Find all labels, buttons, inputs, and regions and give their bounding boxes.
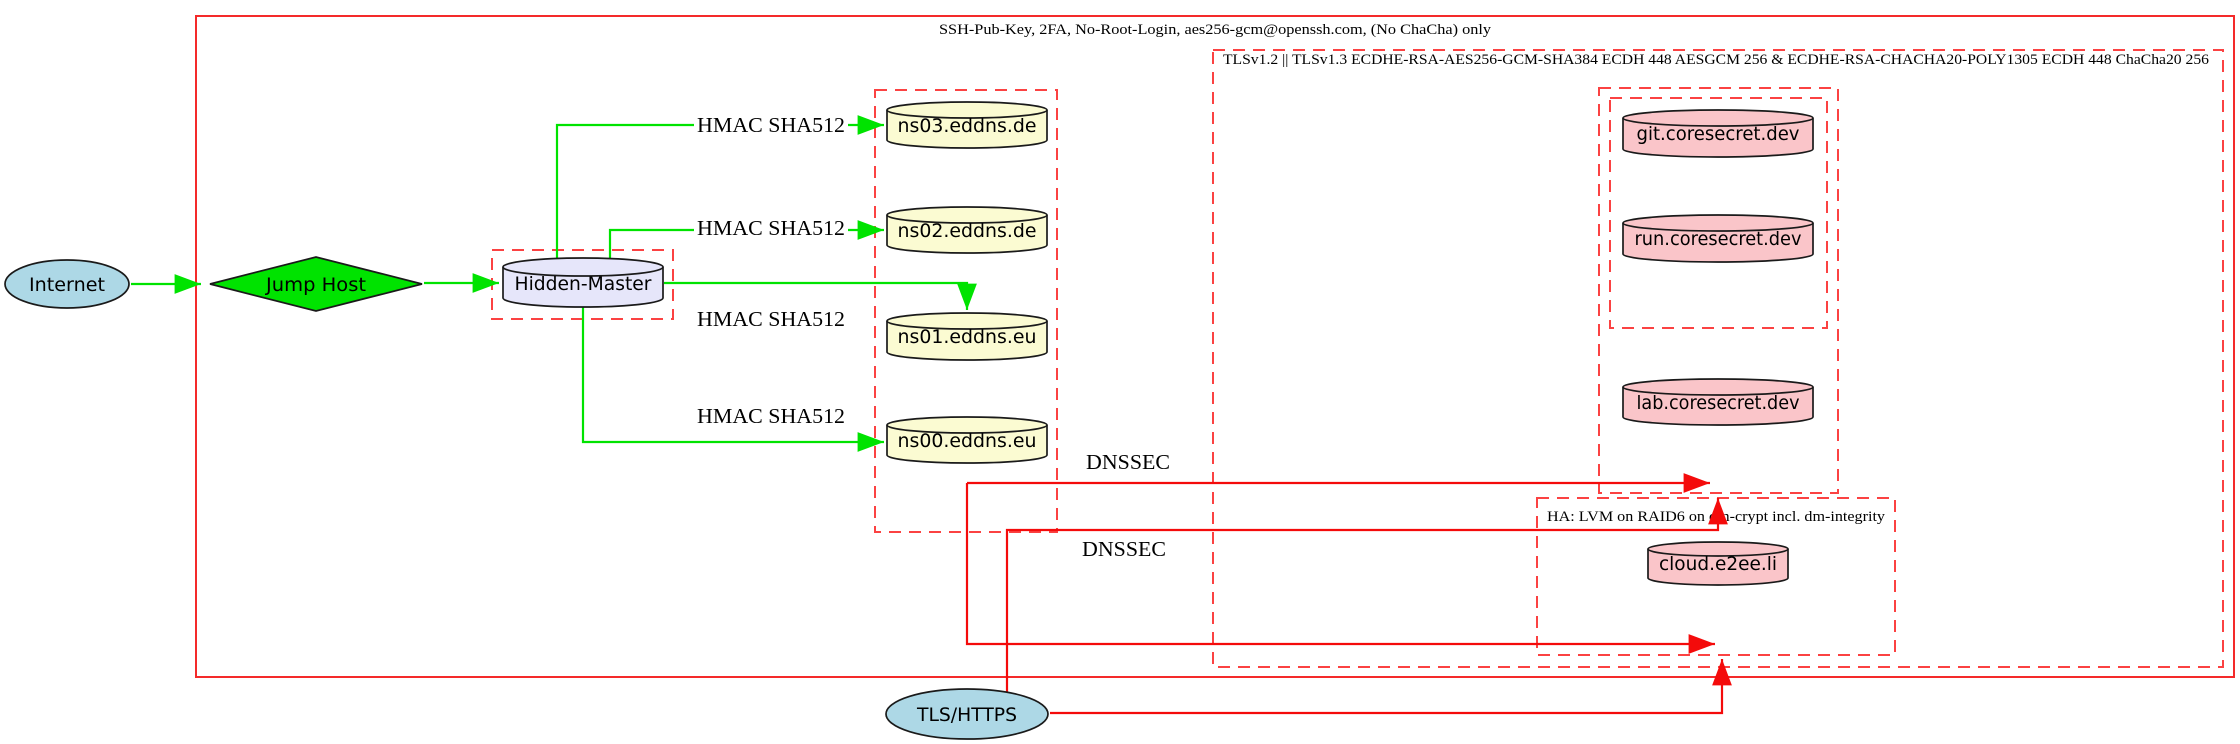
node-ns01-label: ns01.eddns.eu [898,326,1037,348]
hmac-ns02-label-bg [694,216,848,238]
cluster-ha-box [1536,497,1896,656]
node-run-top-arc [1622,222,1814,232]
cluster-coresecret-inner-box [1609,97,1828,329]
node-lab [1622,378,1814,426]
node-tls-https-label: TLS/HTTPS [916,704,1017,726]
edge-tls-to-coresecret [1005,498,1728,699]
ssh-cluster-title: SSH-Pub-Key, 2FA, No-Root-Login, aes256-… [939,22,1492,38]
node-ns02-label: ns02.eddns.de [898,220,1037,242]
node-lab-label: lab.coresecret.dev [1637,392,1800,414]
node-ns02-top-arc [886,214,1048,224]
hmac-ns03-label-bg [694,113,848,135]
node-cloud-top-arc [1647,548,1789,557]
node-ns03-top-arc [886,109,1048,119]
node-ns00-label: ns00.eddns.eu [898,430,1037,452]
node-lab-top-arc [1622,386,1814,396]
node-internet [4,259,130,309]
node-ns01 [886,312,1048,361]
node-git [1622,109,1814,158]
cluster-coresecret-outer-box [1598,87,1839,494]
cluster-ns-box [874,89,1058,533]
dnssec-top-label: DNSSEC [1086,450,1170,474]
node-ns02 [886,206,1048,254]
node-run-label: run.coresecret.dev [1635,228,1802,250]
cluster-ssh-box [195,15,2235,678]
node-ns03-label: ns03.eddns.de [898,115,1037,137]
node-jump-host [209,256,423,312]
node-ns00 [886,416,1048,464]
hmac-ns02-label: HMAC SHA512 [697,216,845,240]
hmac-ns03-label: HMAC SHA512 [697,113,845,137]
node-hidden-master [502,257,664,308]
edge-tls-to-ha [1050,659,1732,715]
node-ns00-top-arc [886,424,1048,434]
node-run [1622,214,1814,263]
edge-dnssec-to-ha [965,483,1715,654]
hmac-ns01-label: HMAC SHA512 [697,307,845,331]
tls-cluster-title: TLSv1.2 || TLSv1.3 ECDHE-RSA-AES256-GCM-… [1223,52,2210,68]
node-tls-https [885,688,1049,740]
hmac-ns00-label: HMAC SHA512 [697,404,845,428]
dnssec-bottom-label: DNSSEC [1082,537,1166,561]
node-git-label: git.coresecret.dev [1637,123,1800,145]
node-jump-host-label: Jump Host [265,274,366,296]
edge-hiddenmaster-to-ns00 [581,307,884,452]
node-ns01-top-arc [886,320,1048,330]
node-hidden-master-top-arc [502,266,664,277]
node-cloud [1647,541,1789,586]
node-hidden-master-label: Hidden-Master [515,273,652,295]
node-cloud-label: cloud.e2ee.li [1659,553,1777,575]
ha-cluster-title: HA: LVM on RAID6 on dm-crypt incl. dm-in… [1547,509,1886,525]
node-internet-label: Internet [29,274,105,296]
edge-hiddenmaster-to-ns01 [664,281,977,310]
node-git-top-arc [1622,117,1814,127]
node-ns03 [886,101,1048,149]
